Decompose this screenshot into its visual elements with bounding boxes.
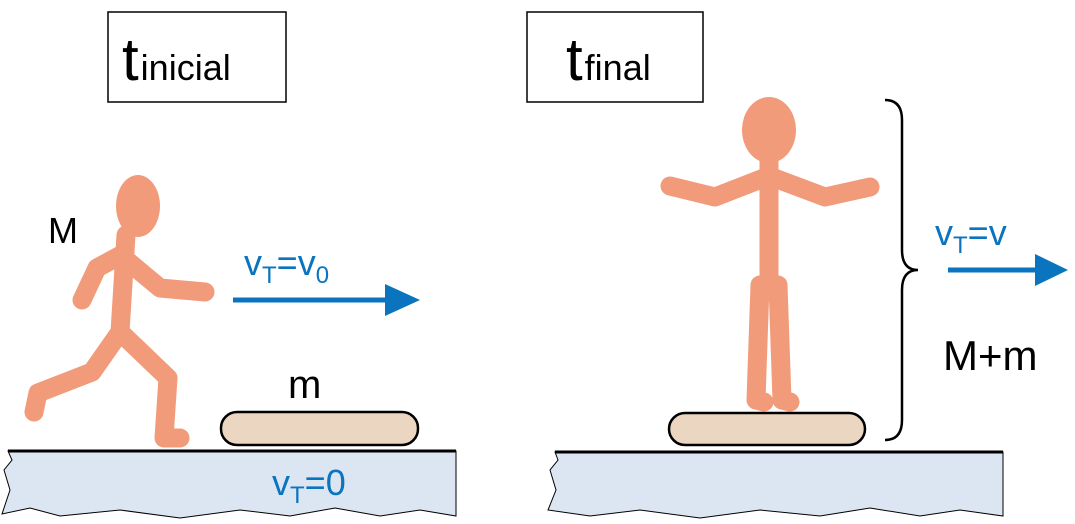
title-initial: tinicial bbox=[107, 11, 287, 103]
ground-initial bbox=[1, 449, 457, 519]
running-person bbox=[24, 175, 215, 448]
svg-text:tfinal: tfinal bbox=[566, 26, 651, 93]
title-final: tfinal bbox=[526, 11, 704, 103]
brace bbox=[884, 98, 919, 442]
person-mass-label: M bbox=[48, 210, 78, 251]
ground-final bbox=[547, 450, 1004, 519]
svg-text:tinicial: tinicial bbox=[122, 26, 231, 93]
standing-person bbox=[660, 97, 880, 412]
board-initial bbox=[219, 410, 420, 447]
velocity-label-initial: vT=v0 bbox=[244, 242, 329, 289]
board-velocity-label: vT=0 bbox=[272, 462, 346, 509]
board-mass-label: m bbox=[288, 363, 321, 407]
combined-mass-label: M+m bbox=[943, 332, 1038, 379]
board-final bbox=[667, 411, 867, 447]
velocity-arrow-initial bbox=[233, 284, 420, 316]
velocity-arrow-final bbox=[948, 254, 1068, 286]
velocity-label-final: vT=v bbox=[935, 212, 1007, 259]
